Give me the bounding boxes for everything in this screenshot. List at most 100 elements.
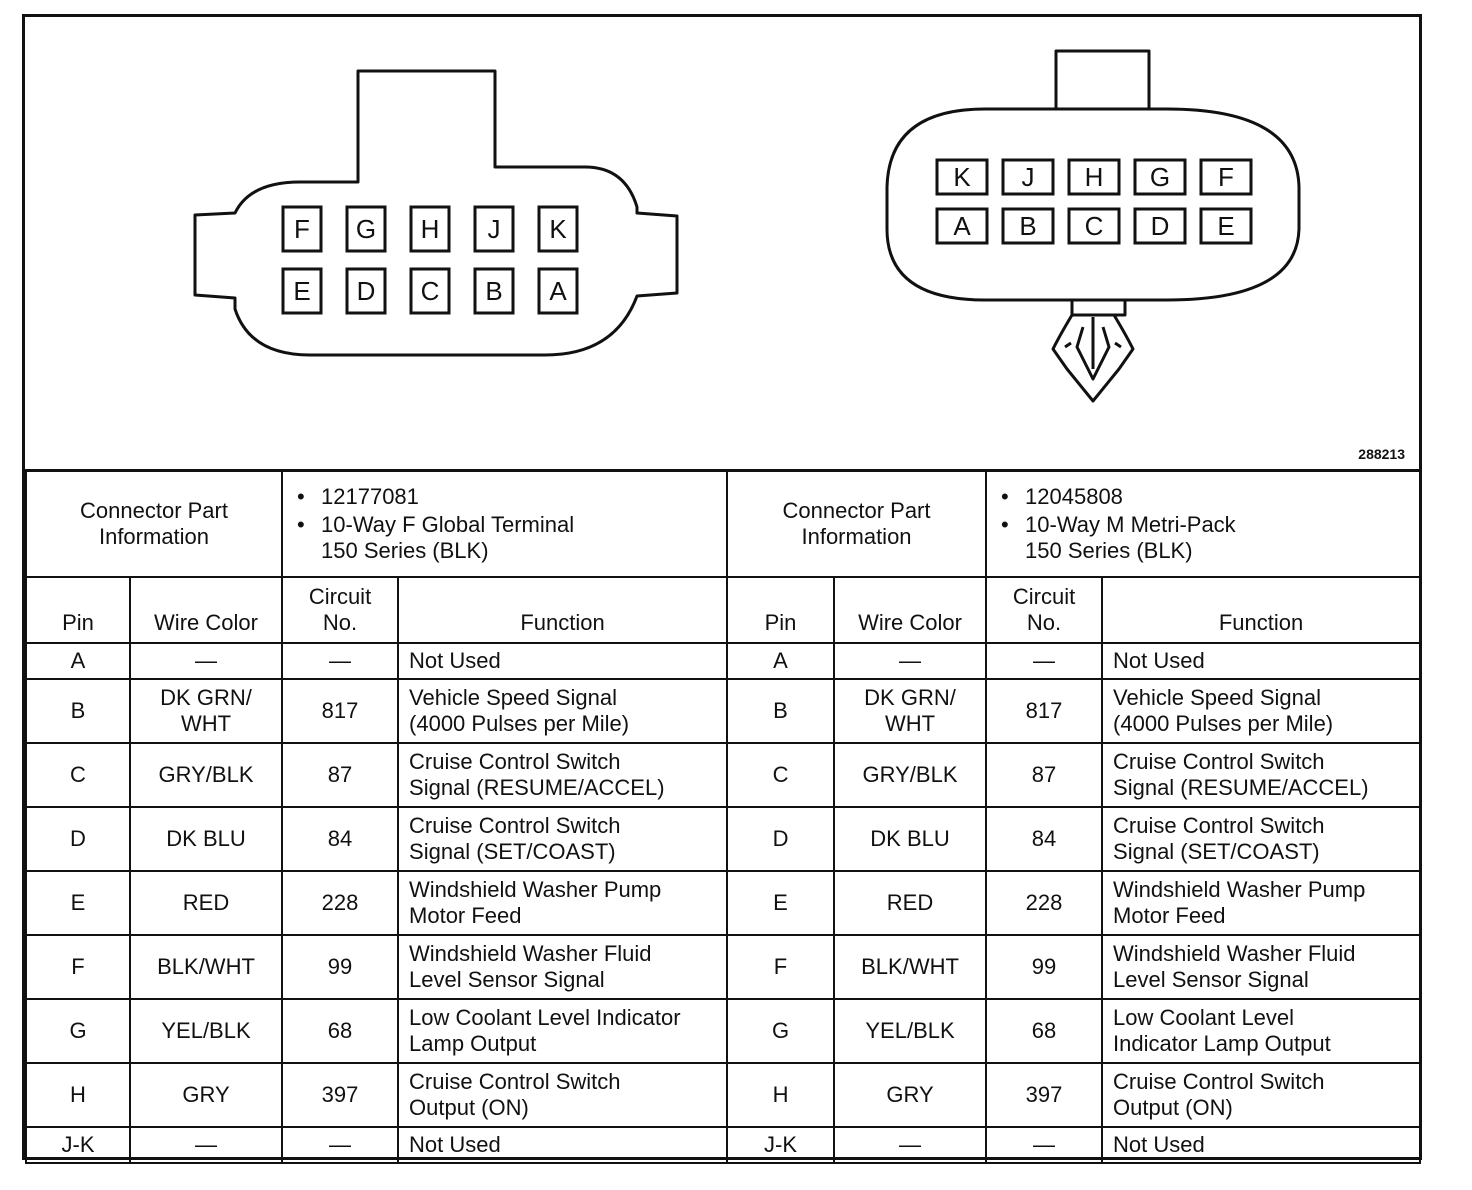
right-circuit-number-cell: — bbox=[985, 1125, 1104, 1164]
right-pin-cell: J-K bbox=[726, 1125, 836, 1164]
pin-cavity-d: D bbox=[1133, 207, 1187, 245]
left-wire-color-cell: BLK/WHT bbox=[128, 933, 284, 1000]
pin-box bbox=[1067, 207, 1121, 245]
right-pin-cell: A bbox=[726, 641, 836, 680]
left-circuit-number-cell: 397 bbox=[281, 1061, 400, 1128]
left-function-cell: Not Used bbox=[397, 641, 729, 680]
left-wire-color-cell: — bbox=[128, 1125, 284, 1164]
right-wire-color-cell: BLK/WHT bbox=[833, 933, 988, 1000]
left-pin-cell: B bbox=[25, 677, 131, 744]
pin-box bbox=[1199, 158, 1253, 196]
right-wire-color-cell: YEL/BLK bbox=[833, 997, 988, 1064]
left-circuit-number-cell: — bbox=[281, 641, 400, 680]
left-pin-cell: J-K bbox=[25, 1125, 131, 1164]
pin-label: G bbox=[356, 214, 376, 244]
header-circuit: Circuit No. bbox=[985, 575, 1104, 644]
pin-label: A bbox=[549, 276, 567, 306]
right-pin-cell: B bbox=[726, 677, 836, 744]
pin-label: B bbox=[485, 276, 502, 306]
pin-cavity-b: B bbox=[1001, 207, 1055, 245]
pin-label: K bbox=[549, 214, 567, 244]
pin-box bbox=[281, 205, 323, 253]
right-function-cell: Cruise Control Switch Signal (RESUME/ACC… bbox=[1101, 741, 1422, 808]
pin-label: J bbox=[1022, 162, 1035, 192]
part-info-item: 10-Way M Metri-Pack 150 Series (BLK) bbox=[995, 512, 1411, 564]
left-function-cell: Cruise Control Switch Signal (RESUME/ACC… bbox=[397, 741, 729, 808]
female-connector-outline bbox=[193, 69, 679, 357]
right-circuit-number-cell: 99 bbox=[985, 933, 1104, 1000]
pin-label: H bbox=[1085, 162, 1104, 192]
left-wire-color-cell: — bbox=[128, 641, 284, 680]
pin-label: C bbox=[421, 276, 440, 306]
right-function-cell: Vehicle Speed Signal (4000 Pulses per Mi… bbox=[1101, 677, 1422, 744]
pin-label: D bbox=[1151, 211, 1170, 241]
right-circuit-number-cell: 68 bbox=[985, 997, 1104, 1064]
pin-box bbox=[1133, 158, 1187, 196]
pin-cavity-e: E bbox=[1199, 207, 1253, 245]
left-wire-color-cell: GRY/BLK bbox=[128, 741, 284, 808]
pin-box bbox=[935, 207, 989, 245]
right-wire-color-cell: DK BLU bbox=[833, 805, 988, 872]
header-pin: Pin bbox=[25, 575, 131, 644]
pin-box bbox=[345, 205, 387, 253]
right-pin-cell: H bbox=[726, 1061, 836, 1128]
left-wire-color-cell: RED bbox=[128, 869, 284, 936]
right-circuit-number-cell: 228 bbox=[985, 869, 1104, 936]
part-info-row: Connector Part Information 1217708110-Wa… bbox=[24, 469, 1422, 578]
left-pin-cell: A bbox=[25, 641, 131, 680]
right-circuit-number-cell: — bbox=[985, 641, 1104, 680]
pin-label: J bbox=[488, 214, 501, 244]
left-function-cell: Not Used bbox=[397, 1125, 729, 1164]
pin-label: F bbox=[1218, 162, 1234, 192]
left-pin-cell: G bbox=[25, 997, 131, 1064]
left-circuit-number-cell: — bbox=[281, 1125, 400, 1164]
pin-label: B bbox=[1019, 211, 1036, 241]
left-wire-color-cell: YEL/BLK bbox=[128, 997, 284, 1064]
right-function-cell: Cruise Control Switch Output (ON) bbox=[1101, 1061, 1422, 1128]
left-function-cell: Windshield Washer Fluid Level Sensor Sig… bbox=[397, 933, 729, 1000]
right-wire-color-cell: — bbox=[833, 1125, 988, 1164]
pin-box bbox=[935, 158, 989, 196]
pin-cavity-e: E bbox=[281, 267, 323, 315]
left-wire-color-cell: GRY bbox=[128, 1061, 284, 1128]
pin-box bbox=[409, 205, 451, 253]
part-info-item: 12177081 bbox=[291, 484, 718, 510]
header-function: Function bbox=[1101, 575, 1422, 644]
left-circuit-number-cell: 87 bbox=[281, 741, 400, 808]
left-part-info: 1217708110-Way F Global Terminal 150 Ser… bbox=[281, 469, 729, 578]
pin-cavity-a: A bbox=[537, 267, 579, 315]
header-function: Function bbox=[397, 575, 729, 644]
left-function-cell: Cruise Control Switch Signal (SET/COAST) bbox=[397, 805, 729, 872]
pin-cavity-a: A bbox=[935, 207, 989, 245]
pin-cavity-k: K bbox=[935, 158, 989, 196]
pin-cavity-g: G bbox=[1133, 158, 1187, 196]
pin-box bbox=[281, 267, 323, 315]
left-wire-color-cell: DK BLU bbox=[128, 805, 284, 872]
right-function-cell: Cruise Control Switch Signal (SET/COAST) bbox=[1101, 805, 1422, 872]
right-wire-color-cell: GRY bbox=[833, 1061, 988, 1128]
left-pin-cell: H bbox=[25, 1061, 131, 1128]
right-circuit-number-cell: 817 bbox=[985, 677, 1104, 744]
pin-label: F bbox=[294, 214, 310, 244]
left-circuit-number-cell: 228 bbox=[281, 869, 400, 936]
pin-box bbox=[1199, 207, 1253, 245]
right-function-cell: Windshield Washer Fluid Level Sensor Sig… bbox=[1101, 933, 1422, 1000]
left-pin-cell: F bbox=[25, 933, 131, 1000]
pin-label: G bbox=[1150, 162, 1170, 192]
right-info-label: Connector Part Information bbox=[726, 469, 988, 578]
right-function-cell: Not Used bbox=[1101, 1125, 1422, 1164]
header-wire-color: Wire Color bbox=[833, 575, 988, 644]
connector-pinout-table: Connector Part Information 1217708110-Wa… bbox=[24, 469, 1422, 1164]
left-info-label: Connector Part Information bbox=[24, 469, 284, 578]
pin-box bbox=[1001, 158, 1055, 196]
pin-label: D bbox=[357, 276, 376, 306]
right-pin-cell: G bbox=[726, 997, 836, 1064]
